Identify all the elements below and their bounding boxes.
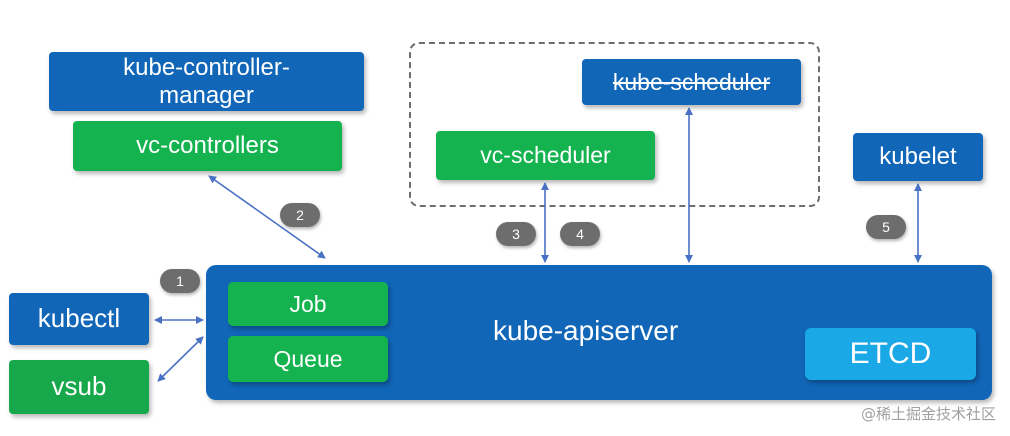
arrow-vc-controllers-apiserver <box>208 175 326 259</box>
kube-controller-manager-box: kube-controller- manager <box>49 52 364 111</box>
kubectl-box: kubectl <box>9 293 149 345</box>
job-box: Job <box>228 282 388 326</box>
scheduler-group-border <box>409 42 820 207</box>
kube-scheduler-label: kube-scheduler <box>612 68 771 95</box>
kube-apiserver-label: kube-apiserver <box>493 315 679 346</box>
kube-scheduler-box: kube-scheduler <box>582 59 801 105</box>
vc-scheduler-box: vc-scheduler <box>436 131 655 180</box>
step-badge-5: 5 <box>866 215 906 239</box>
step-badge-3: 3 <box>496 222 536 246</box>
vsub-box: vsub <box>9 360 149 414</box>
etcd-box: ETCD <box>805 328 976 380</box>
step-badge-1: 1 <box>160 269 200 293</box>
step-badge-4: 4 <box>560 222 600 246</box>
kubelet-box: kubelet <box>853 133 983 181</box>
arrow-vsub-apiserver <box>157 336 204 382</box>
vc-controllers-box: vc-controllers <box>73 121 342 171</box>
queue-box: Queue <box>228 336 388 382</box>
step-badge-2: 2 <box>280 203 320 227</box>
watermark: @稀土掘金技术社区 <box>860 405 996 423</box>
